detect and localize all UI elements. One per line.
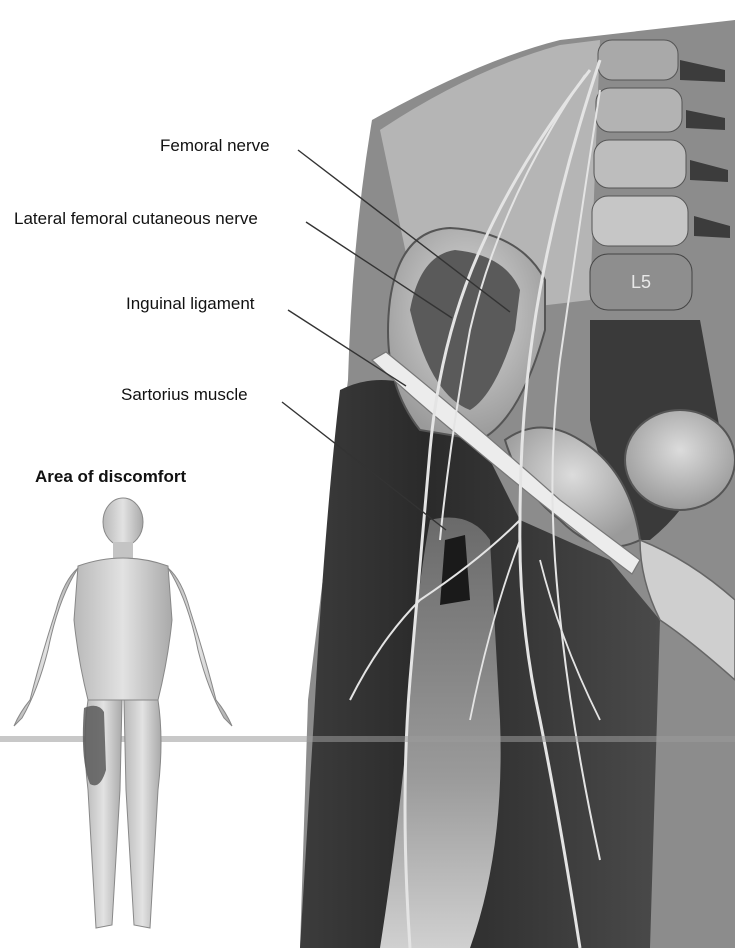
lateral-femoral-cutaneous-nerve-label: Lateral femoral cutaneous nerve (14, 209, 258, 229)
femoral-head (625, 410, 735, 510)
figure-right-arm (168, 568, 232, 726)
figure-right-leg (124, 700, 161, 928)
sartorius-muscle-label: Sartorius muscle (121, 385, 248, 405)
vertebra-label: L5 (631, 272, 651, 292)
human-figure-inset (14, 498, 232, 928)
figure-left-arm (14, 568, 78, 726)
figure-torso (74, 558, 172, 700)
inguinal-ligament-label: Inguinal ligament (126, 294, 255, 314)
area-of-discomfort-title: Area of discomfort (35, 467, 186, 487)
femoral-nerve-label: Femoral nerve (160, 136, 270, 156)
figure-head (103, 498, 143, 546)
